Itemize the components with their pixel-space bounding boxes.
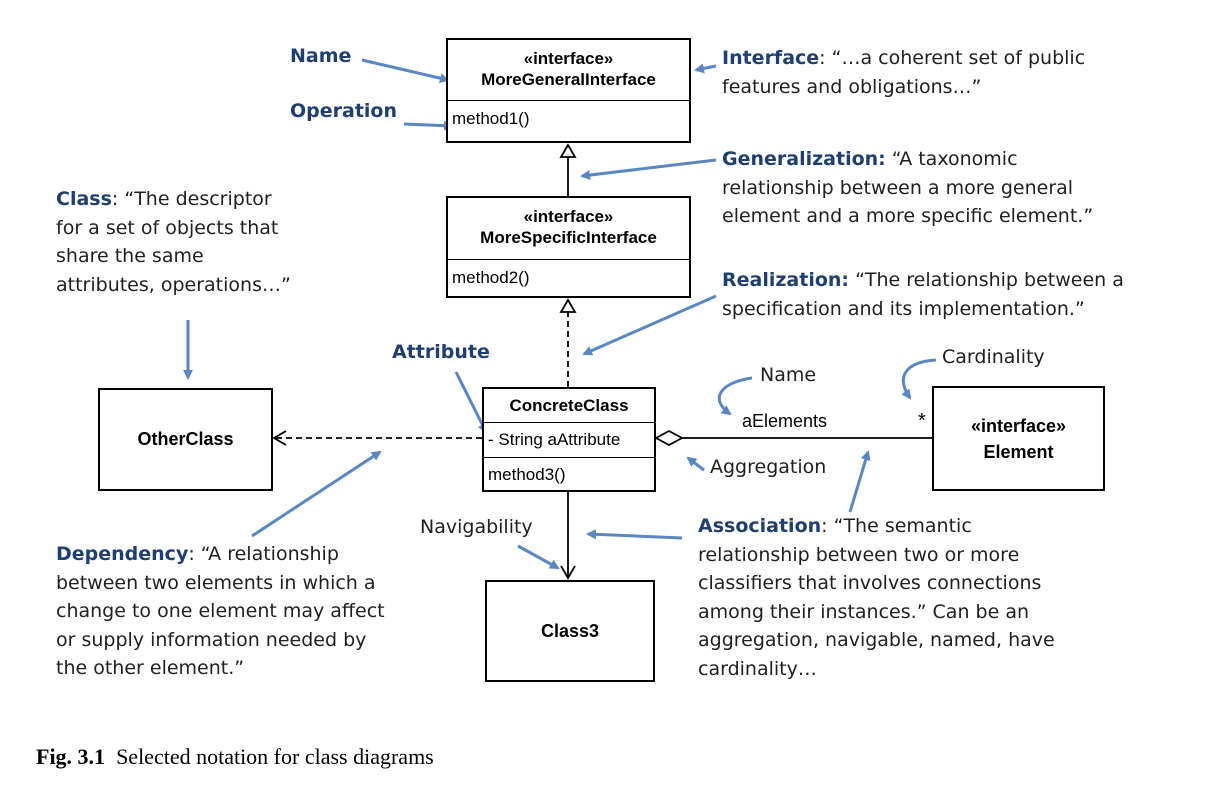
interface-term: Interface [722,47,820,69]
aggregation-callout-arrow [686,456,705,472]
aggregation-connector [654,429,932,447]
realization-connector [559,298,577,387]
other-class: OtherClass [98,388,273,491]
note-line: classifiers that involves connections [698,572,1042,594]
class-header: «interface» MoreSpecificInterface [448,198,689,259]
class-name: OtherClass [137,429,234,449]
class-header: ConcreteClass [484,389,654,422]
note-line: : “The descriptor [111,188,272,210]
figure-caption-text: Selected notation for class diagrams [116,744,434,769]
note-line: cardinality… [698,657,817,680]
operation-callout-arrow [403,120,454,131]
stereotype-label: «interface» [523,207,614,226]
navigability-connector [560,492,576,580]
class-term: Class [56,188,112,210]
note-line: specification and its implementation.” [722,297,1085,320]
realization-term: Realization: [722,269,850,291]
operation-section: method3() [484,457,654,492]
operation-tag: Operation [290,100,398,122]
note-line: relationship between a more general [722,176,1074,199]
class-name: Element [983,441,1054,462]
generalization-connector [559,143,577,196]
operation-section: method1() [448,100,689,136]
note-line: “The relationship between a [849,269,1124,291]
association-callout-left-arrow [586,529,683,540]
element-interface-class: «interface» Element [932,386,1105,491]
navigability-callout-arrow [517,544,560,570]
figure-caption: Fig. 3.1 Selected notation for class dia… [36,744,434,770]
attribute-label: - String aAttribute [488,430,621,449]
name-tag: Name [290,45,352,67]
assoc-name-callout-arrow [717,376,753,416]
association-note: Association: “The semantic relationship … [698,512,1055,683]
generalization-note: Generalization: “A taxonomic relationshi… [722,145,1093,231]
note-line: between two elements in which a [56,571,376,594]
generalization-callout-arrow [580,158,717,181]
note-line: attributes, operations…” [56,273,291,296]
stereotype-label: «interface» [523,49,614,68]
more-specific-interface-class: «interface» MoreSpecificInterface method… [446,196,691,298]
dependency-term: Dependency [56,543,189,565]
class-name: MoreSpecificInterface [480,228,657,247]
note-line: : “A relationship [188,543,339,565]
note-line: : “…a coherent set of public [819,47,1086,69]
navigability-label: Navigability [420,516,533,538]
association-callout-right-arrow [848,450,871,513]
interface-note: Interface: “…a coherent set of public fe… [722,44,1085,101]
dependency-note: Dependency: “A relationship between two … [56,540,385,683]
class-name: ConcreteClass [509,396,629,415]
attribute-callout-arrow [454,371,488,434]
figure-label: Fig. 3.1 [36,744,106,769]
attribute-tag: Attribute [392,341,490,363]
operation-section: method2() [448,259,689,295]
note-line: change to one element may affect [56,600,385,622]
note-line: or supply information needed by [56,628,367,651]
operation-label: method2() [452,268,530,287]
note-line: among their instances.” Can be an [698,600,1030,623]
stereotype-label: «interface» [970,415,1067,436]
association-term: Association [698,515,822,537]
realization-callout-arrow [582,294,717,356]
dependency-callout-arrow [251,450,382,538]
class-name: Class3 [540,620,600,641]
note-line: relationship between two or more [698,543,1020,566]
association-role-name: aElements [742,411,828,431]
realization-note: Realization: “The relationship between a… [722,266,1124,323]
operation-label: method3() [488,465,566,484]
interface-callout-arrow [694,63,717,74]
aggregation-label: Aggregation [710,456,827,478]
attribute-section: - String aAttribute [484,422,654,457]
class-header: «interface» MoreGeneralInterface [448,40,689,100]
dependency-connector [272,430,482,446]
note-line: aggregation, navigable, named, have [698,629,1055,651]
name-callout-arrow [361,58,450,84]
note-line: “A taxonomic [885,148,1018,170]
cardinality-callout-arrow [901,358,937,400]
note-line: the other element.” [56,657,245,679]
callout-arrows [183,58,937,570]
note-line: element and a more specific element.” [722,205,1094,227]
class-name: MoreGeneralInterface [481,70,656,89]
generalization-term: Generalization: [722,148,886,170]
operation-label: method1() [452,109,530,128]
class3-class: Class3 [485,580,655,682]
multiplicity-label: * [918,410,926,432]
note-line: features and obligations…” [722,75,982,98]
class-note: Class: “The descriptor for a set of obje… [56,185,291,299]
note-line: : “The semantic [821,515,972,537]
more-general-interface-class: «interface» MoreGeneralInterface method1… [446,38,691,143]
note-line: share the same [56,245,204,267]
class-header: «interface» Element [934,388,1103,489]
cardinality-label: Cardinality [942,346,1045,368]
assoc-name-label: Name [760,364,817,386]
note-line: for a set of objects that [56,216,279,239]
concrete-class: ConcreteClass - String aAttribute method… [482,387,656,492]
